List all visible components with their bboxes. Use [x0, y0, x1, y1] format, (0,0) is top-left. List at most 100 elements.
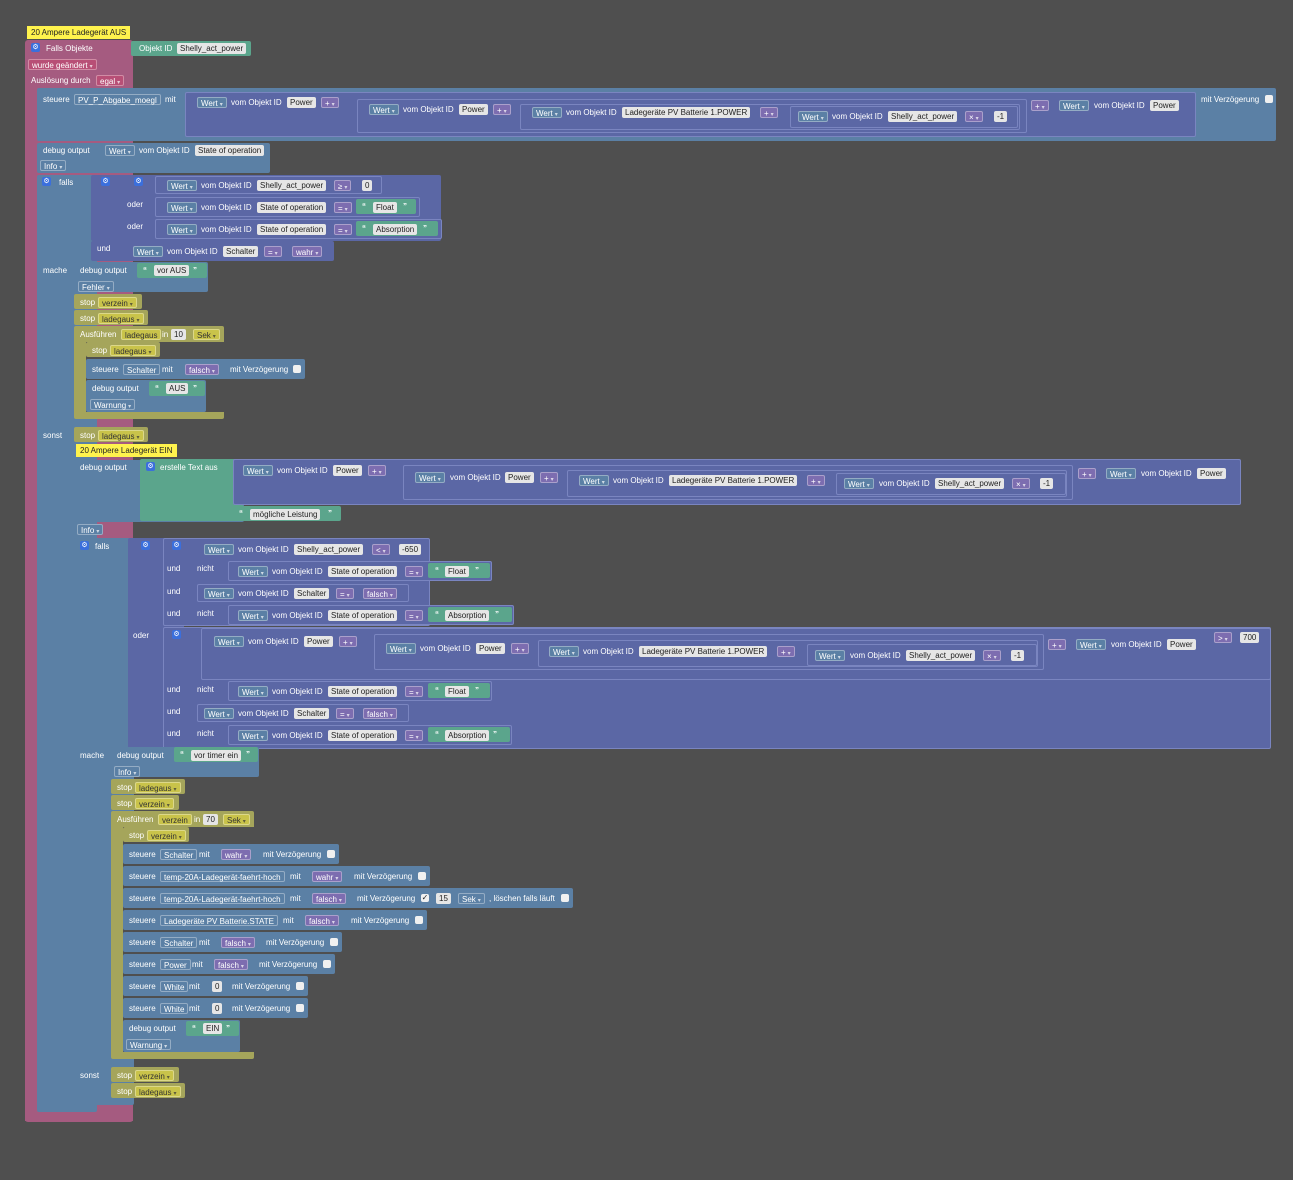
state-field[interactable]: State of operation	[328, 686, 398, 697]
gear-icon[interactable]: ⚙	[141, 541, 150, 550]
wert-dropdown[interactable]: Wert▾	[243, 465, 273, 476]
delay-checkbox[interactable]	[330, 938, 338, 946]
times-op[interactable]: ×▾	[965, 111, 983, 122]
delay-value-field[interactable]: 15	[436, 893, 451, 904]
eq-op[interactable]: =▾	[336, 588, 354, 599]
eq-op[interactable]: =▾	[334, 202, 352, 213]
ein-field[interactable]: EIN	[203, 1023, 223, 1034]
wert-dropdown[interactable]: Wert▾	[238, 730, 268, 741]
shelly-field[interactable]: Shelly_act_power	[906, 650, 976, 661]
gear-icon[interactable]: ⚙	[101, 177, 110, 186]
change-dropdown[interactable]: wurde geändert▾	[28, 59, 97, 70]
plus-op[interactable]: +▾	[368, 465, 386, 476]
wahr-dropdown[interactable]: wahr▾	[312, 871, 343, 882]
power-field[interactable]: Power	[287, 97, 316, 108]
ge-op[interactable]: ≥▾	[334, 180, 352, 191]
vor-aus-field[interactable]: vor AUS	[154, 265, 190, 276]
eq-op[interactable]: =▾	[334, 224, 352, 235]
wert-dropdown[interactable]: Wert▾	[238, 610, 268, 621]
lt-op[interactable]: <▾	[372, 544, 390, 555]
plus-op[interactable]: +▾	[807, 475, 825, 486]
wert-dropdown[interactable]: Wert▾	[167, 180, 197, 191]
timer-dropdown[interactable]: verzein▾	[98, 297, 137, 308]
eq-op[interactable]: =▾	[405, 686, 423, 697]
wert-dropdown[interactable]: Wert▾	[197, 97, 227, 108]
timer-dropdown[interactable]: ladegaus▾	[135, 1086, 181, 1097]
ladegeraete-power-field[interactable]: Ladegeräte PV Batterie 1.POWER	[669, 475, 798, 486]
plus-op[interactable]: +▾	[1048, 639, 1066, 650]
shelly-field[interactable]: Shelly_act_power	[257, 180, 327, 191]
timer-dropdown[interactable]: verzein	[158, 814, 192, 825]
warnung-level-dropdown[interactable]: Warnung▾	[90, 399, 136, 410]
fehler-level-dropdown[interactable]: Fehler▾	[78, 281, 114, 292]
neg-one-field[interactable]: -1	[994, 111, 1008, 122]
falsch-dropdown[interactable]: falsch▾	[305, 915, 339, 926]
power-field[interactable]: Power	[505, 472, 534, 483]
falsch-dropdown[interactable]: falsch▾	[221, 937, 255, 948]
wahr-dropdown[interactable]: wahr▾	[221, 849, 252, 860]
power-field[interactable]: Power	[304, 636, 333, 647]
wert-dropdown[interactable]: Wert▾	[1076, 639, 1106, 650]
wahr-dropdown[interactable]: wahr▾	[292, 246, 323, 257]
eq-op[interactable]: =▾	[405, 566, 423, 577]
eq-op[interactable]: =▾	[405, 610, 423, 621]
timer-dropdown[interactable]: ladegaus▾	[98, 313, 144, 324]
state-field[interactable]: State of operation	[328, 610, 398, 621]
ladegeraete-state-object[interactable]: Ladegeräte PV Batterie.STATE	[160, 915, 278, 926]
neg-one-field[interactable]: -1	[1040, 478, 1054, 489]
schalter-field[interactable]: Schalter	[223, 246, 259, 257]
state-field[interactable]: State of operation	[328, 566, 398, 577]
gear-icon[interactable]: ⚙	[172, 630, 181, 639]
timer-dropdown[interactable]: ladegaus▾	[98, 430, 144, 441]
eq-op[interactable]: =▾	[264, 246, 282, 257]
plus-op[interactable]: +▾	[1078, 468, 1096, 479]
wert-dropdown[interactable]: Wert▾	[386, 643, 416, 654]
wert-dropdown[interactable]: Wert▾	[238, 566, 268, 577]
wert-dropdown[interactable]: Wert▾	[579, 475, 609, 486]
aus-field[interactable]: AUS	[166, 383, 189, 394]
float-field[interactable]: Float	[445, 686, 469, 697]
absorption-field[interactable]: Absorption	[445, 610, 490, 621]
shelly-field[interactable]: Shelly_act_power	[888, 111, 958, 122]
info-level-dropdown[interactable]: Info▾	[77, 524, 104, 535]
gear-icon[interactable]: ⚙	[172, 541, 181, 550]
plus-op[interactable]: +▾	[339, 636, 357, 647]
schalter-object[interactable]: Schalter	[123, 364, 161, 375]
state-field[interactable]: State of operation	[195, 145, 265, 156]
wert-dropdown[interactable]: Wert▾	[204, 544, 234, 555]
delay-checkbox[interactable]	[296, 1004, 304, 1012]
text-join-block[interactable]	[140, 459, 243, 521]
schalter-field[interactable]: Schalter	[294, 708, 330, 719]
plus-op[interactable]: +▾	[1031, 100, 1049, 111]
pv-abgabe-object[interactable]: PV_P_Abgabe_moegl	[74, 94, 161, 105]
neg650-field[interactable]: -650	[399, 544, 422, 555]
shelly-field[interactable]: Shelly_act_power	[935, 478, 1005, 489]
v700-field[interactable]: 700	[1240, 632, 1260, 643]
timeout-value[interactable]: 10	[171, 329, 186, 340]
power-object[interactable]: Power	[160, 959, 191, 970]
wert-dropdown[interactable]: Wert▾	[549, 646, 579, 657]
eq-op[interactable]: =▾	[336, 708, 354, 719]
float-field[interactable]: Float	[373, 202, 397, 213]
power-field[interactable]: Power	[459, 104, 488, 115]
gear-icon[interactable]: ⚙	[134, 177, 143, 186]
white-object[interactable]: White	[160, 981, 189, 992]
schalter-field[interactable]: Schalter	[294, 588, 330, 599]
unit-dropdown[interactable]: Sek▾	[223, 814, 250, 825]
timer-dropdown[interactable]: ladegaus▾	[135, 782, 181, 793]
schalter-object[interactable]: Schalter	[160, 937, 198, 948]
gt-op[interactable]: >▾	[1214, 632, 1232, 643]
info-level-dropdown[interactable]: Info▾	[114, 766, 141, 777]
delay-checkbox[interactable]	[296, 982, 304, 990]
gear-icon[interactable]: ⚙	[42, 177, 51, 186]
delay-checkbox[interactable]	[323, 960, 331, 968]
plus-op[interactable]: +▾	[540, 472, 558, 483]
power-field[interactable]: Power	[333, 465, 362, 476]
wert-dropdown[interactable]: Wert▾	[204, 708, 234, 719]
info-level-dropdown[interactable]: Info▾	[40, 160, 67, 171]
schalter-object[interactable]: Schalter	[160, 849, 198, 860]
times-op[interactable]: ×▾	[983, 650, 1001, 661]
unit-dropdown[interactable]: Sek▾	[458, 893, 485, 904]
absorption-field[interactable]: Absorption	[373, 224, 418, 235]
ladegeraete-power-field[interactable]: Ladegeräte PV Batterie 1.POWER	[639, 646, 768, 657]
